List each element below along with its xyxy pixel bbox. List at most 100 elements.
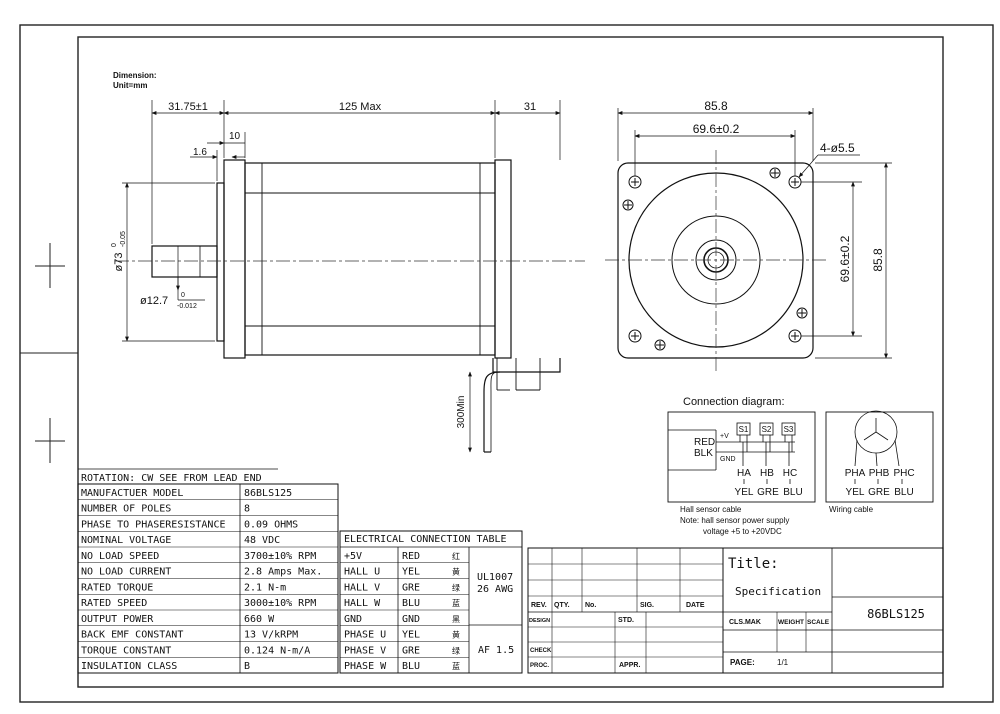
tb-scale: SCALE [807,619,830,626]
binding-cross-bottom [35,418,65,463]
dim-shaft-length: 31.75±1 [168,101,208,113]
tb-title-label: Title: [728,556,779,572]
sensor-s3: S3 [784,425,794,434]
hall-note-line2: voltage +5 to +20VDC [703,527,782,536]
elec-wire-color: YEL [402,567,420,578]
spec-table: ROTATION: CW SEE FROM LEAD END MANUFACTU… [77,468,339,674]
hall-blk-label: BLK [694,448,713,459]
elec-wire-color-cn: 蓝 [452,598,460,608]
tb-appr: APPR. [619,662,640,669]
dim-overall-height: 85.8 [871,248,885,272]
svg-text:-0.05: -0.05 [120,231,127,247]
dim-flange-thickness: 10 [229,131,241,142]
tb-no: No. [585,602,596,609]
dimension-label: Dimension: [113,71,157,80]
elec-wire-color: GRE [402,645,420,656]
dim-body-length: 125 Max [339,101,382,113]
spec-value: 86BLS125 [244,488,292,499]
hall-signal-hb: HB [760,468,774,479]
cable-af: AF 1.5 [478,645,514,656]
svg-text:-0.012: -0.012 [177,303,197,310]
spec-label: TORQUE CONSTANT [81,645,171,656]
title-block [527,547,944,674]
sensor-s1: S1 [739,425,749,434]
spec-label: NO LOAD CURRENT [81,567,171,578]
dim-hole-spacing-h: 69.6±0.2 [693,122,740,136]
wiring-diagram-box [825,411,934,503]
phase-phc: PHC [893,468,914,479]
elec-signal: HALL V [344,582,380,593]
spec-value: 2.1 N-m [244,582,286,593]
elec-wire-color-cn: 黑 [452,615,460,624]
spec-value: 8 [244,504,250,515]
dim-overall-width: 85.8 [704,99,728,113]
motor-side-view [151,159,561,453]
spec-value: 2.8 Amps Max. [244,567,322,578]
hall-signal-hc: HC [783,468,797,479]
dim-mount-holes: 4-ø5.5 [820,141,855,155]
mount-holes [628,175,802,343]
tb-date: DATE [686,602,705,609]
front-flange-square [617,162,814,359]
spec-value: B [244,661,250,672]
svg-text:0: 0 [181,292,185,299]
tb-page-label: PAGE: [730,658,755,667]
elec-signal: PHASE W [344,661,387,672]
tb-check: CHECK [530,648,552,654]
spec-label: NO LOAD SPEED [81,551,159,562]
dim-boss-height: 1.6 [193,147,207,158]
shaft-outer-circle [695,239,737,281]
spec-value: 3000±10% RPM [244,598,316,609]
elec-wire-color-cn: 蓝 [452,661,460,671]
spec-label: RATED TORQUE [81,582,153,593]
spec-value: 13 V/kRPM [244,630,298,641]
hall-gnd-label: GND [720,456,736,463]
elec-wire-color: GRE [402,582,420,593]
elec-signal: PHASE V [344,645,386,656]
dim-hole-spacing-v: 69.6±0.2 [838,235,852,282]
svg-text:0: 0 [111,243,118,247]
elec-signal: GND [344,614,362,625]
dim-rear-length: 31 [524,101,536,113]
spec-value: 660 W [244,614,275,625]
tb-model: 86BLS125 [867,607,925,621]
spec-label: MANUFACTUER MODEL [81,488,183,499]
tb-rev: REV. [531,602,547,609]
tb-std: STD. [618,617,634,624]
hall-plus-v: +V [720,433,729,440]
spec-label: NOMINAL VOLTAGE [81,535,171,546]
phase-pha: PHA [845,468,866,479]
cable-exit [492,358,561,373]
tb-proc: PROC. [530,663,549,669]
motor-shaft [151,245,218,278]
hall-signal-ha: HA [737,468,751,479]
spec-label: NUMBER OF POLES [81,504,171,515]
elec-signal: HALL U [344,567,380,578]
hall-color-gre: GRE [757,487,779,498]
wiring-color-gre: GRE [868,487,890,498]
spec-value: 48 VDC [244,535,280,546]
spec-label: RATED SPEED [81,598,147,609]
elec-wire-color-cn: 绿 [452,646,460,655]
hall-note-line1: Note: hall sensor power supply [680,516,789,525]
hall-color-blu: BLU [783,487,802,498]
wiring-color-blu: BLU [894,487,913,498]
binding-cross-top [35,243,65,288]
dim-pilot-diameter: ø73 0 -0.05 [111,231,127,272]
side-dimension-lines [122,100,561,453]
phase-phb: PHB [869,468,890,479]
spec-label: OUTPUT POWER [81,614,154,625]
front-dimension-lines [617,108,892,359]
elec-signal: +5V [344,551,362,562]
screw-marks [622,167,808,351]
dim-shaft-diameter: ø12.7 0 -0.012 [140,292,197,310]
spec-value: 3700±10% RPM [244,551,316,562]
tb-page-value: 1/1 [777,658,789,667]
cable-spec-line1: UL1007 [477,572,513,583]
elec-wire-color-cn: 绿 [452,583,460,592]
unit-label: Unit=mm [113,81,147,90]
elec-wire-color: RED [402,551,420,562]
